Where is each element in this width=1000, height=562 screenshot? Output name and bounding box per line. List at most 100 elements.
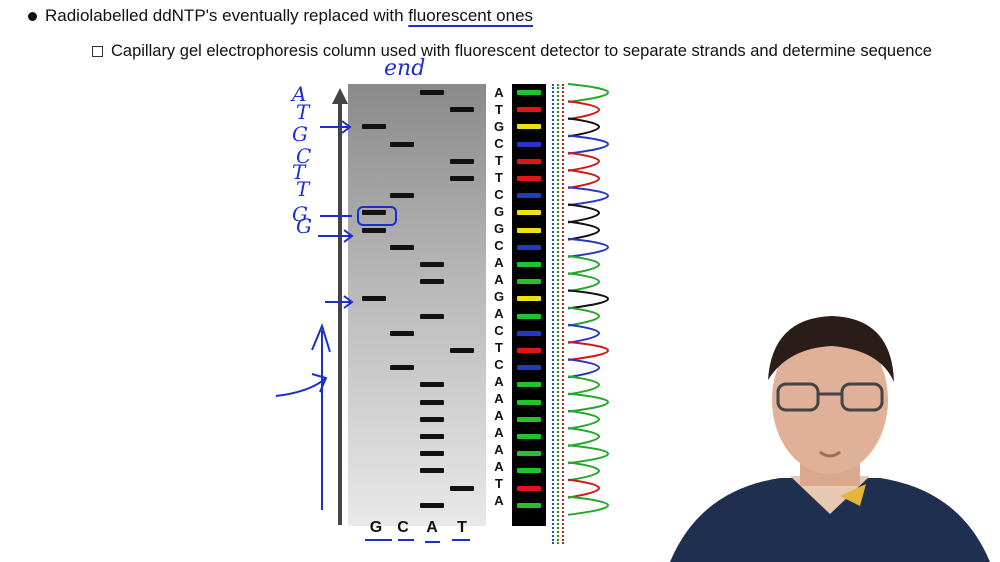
sequence-letter: A (494, 255, 504, 270)
sequence-letter: C (494, 357, 504, 372)
ink-up-arrow (311, 323, 331, 510)
fluorescent-band (517, 416, 541, 422)
chromatogram-peak (567, 169, 600, 189)
chromatogram-peak (567, 358, 600, 379)
gel-band (362, 210, 386, 216)
gel-band (390, 193, 414, 199)
sequence-letter: C (494, 238, 504, 253)
chromatogram-peak (567, 341, 609, 361)
chromatogram-peak (567, 83, 609, 103)
chromatogram-peak (567, 461, 600, 482)
sequence-letter: G (493, 119, 505, 134)
sub-bullet-box (92, 46, 103, 58)
fluorescent-band (517, 365, 541, 371)
gel-band (362, 227, 386, 233)
ink-letter: G (292, 202, 308, 226)
fluorescent-band (517, 330, 541, 336)
gel-band (420, 416, 444, 422)
fluorescent-band (517, 244, 541, 250)
chromatogram-peak (567, 409, 600, 430)
sequence-letter: C (494, 323, 504, 338)
ink-word-end: end (384, 56, 426, 81)
gel-band (420, 468, 444, 474)
gel-band (420, 451, 444, 457)
sequence-letter: A (494, 425, 504, 440)
gel-band (362, 296, 386, 302)
chromatogram-peak (567, 495, 609, 516)
chromatogram-peak (567, 151, 600, 172)
gel-band (390, 244, 414, 250)
gel-band (450, 158, 474, 164)
gel-band (420, 434, 444, 439)
sub-bullet-main-text: Capillary gel electrophoresis column use… (111, 42, 932, 60)
chromatogram-peak (567, 237, 609, 258)
gel-band (390, 365, 414, 371)
sequence-letter: A (494, 374, 504, 389)
fluorescent-band (517, 502, 541, 508)
chromatogram-peak (567, 375, 600, 396)
sequence-letter: A (494, 408, 504, 423)
fluorescent-band (517, 399, 541, 405)
sequence-letter: C (494, 187, 504, 202)
dotted-divider-green (557, 84, 559, 544)
gel-band (390, 141, 414, 147)
bullet-text: Radiolabelled ddNTP's eventually replace… (28, 6, 533, 26)
sequence-letter: A (494, 493, 504, 508)
fluorescent-band (517, 176, 541, 181)
chromatogram-peak (567, 392, 609, 413)
ink-letter: T (296, 177, 310, 201)
chromatogram-peak (567, 427, 600, 447)
gel-band (420, 502, 444, 508)
fluorescent-band (517, 210, 541, 216)
chromatogram-peak (567, 255, 600, 275)
fluorescent-band (517, 296, 541, 302)
fluorescent-band (517, 451, 541, 457)
fluorescent-band (517, 193, 541, 199)
fluorescent-band-column (512, 84, 546, 526)
gel-band (420, 313, 444, 319)
sequence-letter: C (494, 136, 504, 151)
dotted-divider-red (562, 84, 564, 544)
fluorescent-band (517, 313, 541, 319)
fluorescent-band (517, 485, 541, 491)
lane-label-t: T (457, 519, 467, 536)
sequence-letter: T (495, 340, 503, 355)
sequence-letter: A (494, 391, 504, 406)
fluorescent-band (517, 124, 541, 130)
ink-letter: G (296, 214, 312, 238)
chromatogram-peak (567, 100, 600, 121)
gel-band (450, 348, 474, 353)
chromatogram-peak (567, 289, 609, 310)
ink-letter: G (292, 122, 308, 146)
presenter-photo (670, 316, 990, 562)
sequence-letter: T (495, 102, 503, 117)
gel-band (420, 399, 444, 405)
chromatogram-peak (567, 203, 600, 224)
gel-band (420, 279, 444, 285)
lane-label-c: C (397, 519, 409, 536)
chromatogram-peak (567, 444, 609, 465)
gel-band (450, 485, 474, 491)
chromatogram-peak (567, 478, 600, 499)
bullet-highlight-text: fluorescent ones (408, 6, 534, 25)
sequence-letter: T (495, 153, 503, 168)
sequence-letter: A (494, 306, 504, 321)
dotted-divider-blue (552, 84, 554, 544)
gel-band (420, 90, 444, 95)
ink-arrow-2 (318, 229, 354, 243)
chromatogram-peak (567, 306, 600, 327)
gel-band (420, 382, 444, 388)
sequencing-gel (348, 84, 486, 526)
bullet-dot (28, 12, 37, 22)
ink-letter: T (292, 160, 306, 184)
sequence-letter: A (494, 459, 504, 474)
bullet-main-text: Radiolabelled ddNTP's eventually replace… (45, 6, 409, 25)
ink-arrow-1 (320, 120, 352, 134)
chromatogram-peak (567, 117, 600, 138)
chromatogram-peak (567, 186, 609, 207)
fluorescent-band (517, 141, 541, 147)
fluorescent-band (517, 468, 541, 474)
chromatogram-peak (567, 272, 600, 293)
sequence-letter: G (493, 289, 505, 304)
